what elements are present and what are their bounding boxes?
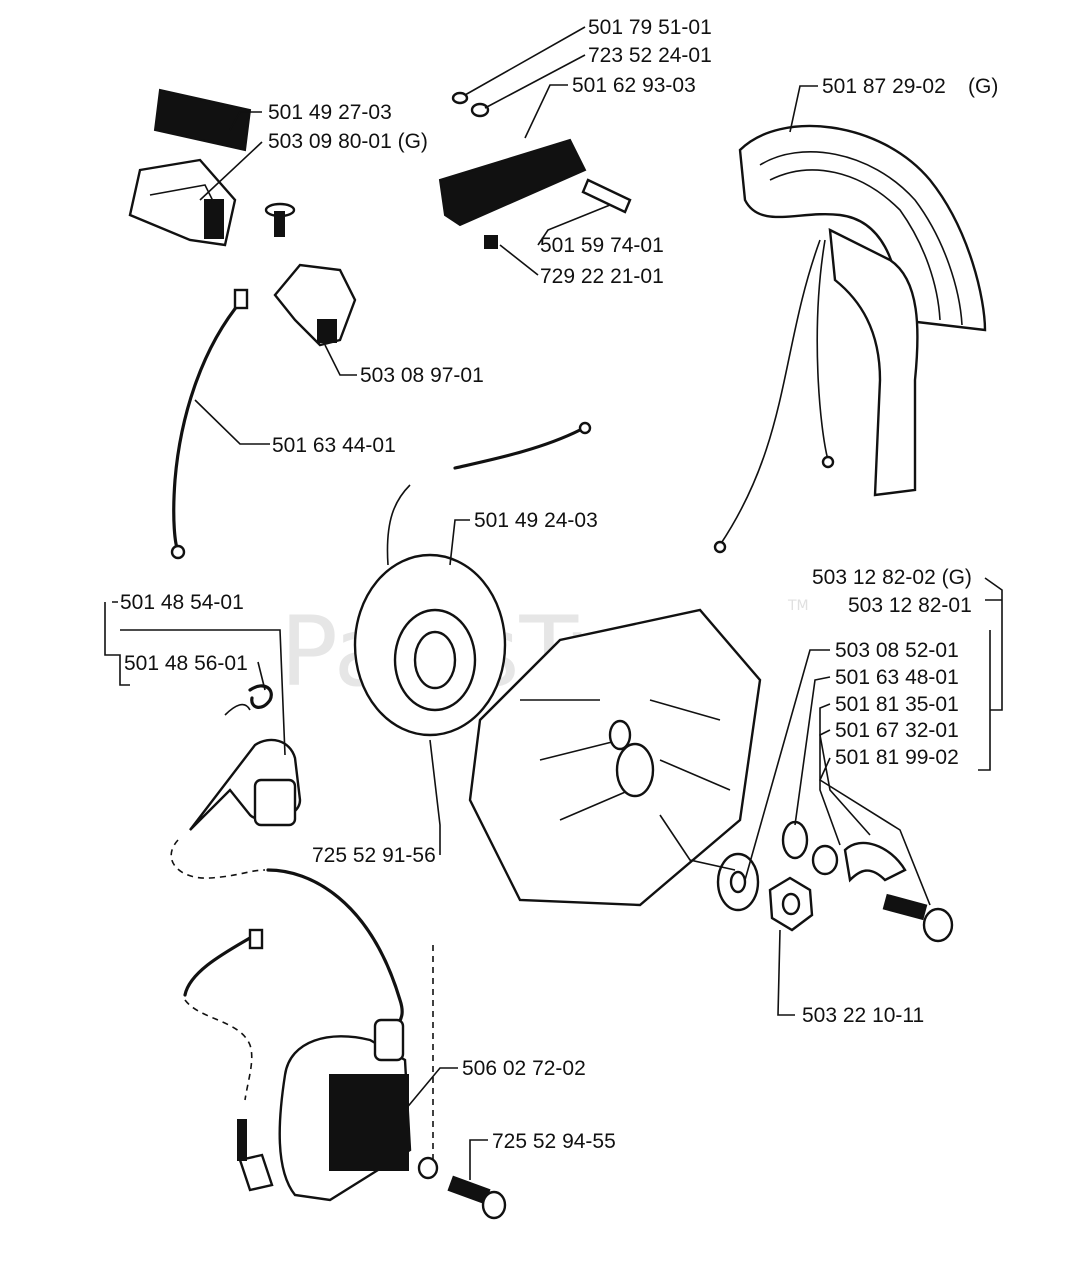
nut-part[interactable] [768,876,814,932]
leader-501634401 [194,399,270,445]
handle-part[interactable] [438,138,587,227]
label-506027202[interactable]: 506 02 72-02 [462,1057,586,1080]
leader-501485401 [120,629,286,756]
bracket-503128202 [984,577,1003,711]
leader-501673201 [819,729,871,836]
leader-725529156 [429,739,441,855]
leader-729222101 [499,244,539,276]
flywheel-ring-part[interactable] [353,484,507,737]
bracket-part[interactable] [273,263,357,347]
filter-housing-part[interactable] [128,158,237,247]
leader-503089701 [324,344,357,376]
leader-fan-shaft [659,814,736,871]
leader-501795101 [464,26,586,96]
short-wire-part[interactable] [453,428,582,470]
label-723522401[interactable]: 723 52 24-01 [588,44,712,67]
label-501673201[interactable]: 501 67 32-01 [835,719,959,742]
flywheel-fan-part[interactable] [468,608,762,907]
pin-part[interactable] [581,178,632,214]
handle-ground-wire [719,239,821,546]
label-501819902[interactable]: 501 81 99-02 [835,746,959,769]
bolt-part-coil[interactable] [417,1156,507,1220]
dashed-lead-coil [184,999,253,1101]
label-501872902-g: (G) [968,75,998,98]
label-725529455[interactable]: 725 52 94-55 [492,1130,616,1153]
leader-501813501 [819,703,841,846]
wire-terminal-right [821,455,835,469]
bracket-501485401 [104,601,130,686]
leader-501819902 [818,757,931,906]
air-filter-part[interactable] [153,88,252,152]
ignition-cable-part[interactable] [183,868,404,1027]
leader-723522401 [484,54,586,109]
leader-501492703 [229,111,262,131]
wire-terminal-lower [713,540,727,554]
leader-503098001 [199,141,263,201]
label-503089701[interactable]: 503 08 97-01 [360,364,484,387]
label-725529156[interactable]: 725 52 91-56 [312,844,436,867]
leader-503221011 [777,929,795,1016]
terminal-clip-part[interactable] [237,1119,274,1192]
leader-501634801 [794,676,831,826]
screw-part-top-mid[interactable] [484,235,498,249]
label-503085201[interactable]: 503 08 52-01 [835,639,959,662]
handle-wire [816,239,829,461]
label-501813501[interactable]: 501 81 35-01 [835,693,959,716]
pawl-part[interactable] [781,820,907,883]
leader-501872902 [789,85,818,133]
label-501634801[interactable]: 501 63 48-01 [835,666,959,689]
spring-part[interactable] [224,684,273,716]
label-503128202g[interactable]: 503 12 82-02 (G) [812,566,972,589]
label-501597401[interactable]: 501 59 74-01 [540,234,664,257]
leader-503085201 [744,649,830,881]
leader-501597401 [537,204,611,246]
spark-plug-cap-part[interactable] [189,738,302,831]
leader-506027202 [404,1067,458,1111]
label-501492403[interactable]: 501 49 24-03 [474,509,598,532]
cable-part[interactable] [170,288,249,560]
label-501629303[interactable]: 501 62 93-03 [572,74,696,97]
label-503098001[interactable]: 503 09 80-01 (G) [268,130,428,153]
label-501492703[interactable]: 501 49 27-03 [268,101,392,124]
label-501485601[interactable]: 501 48 56-01 [124,652,248,675]
ignition-coil-part[interactable] [278,1018,412,1202]
leader-501629303 [524,84,568,139]
label-503128201[interactable]: 503 12 82-01 [848,594,972,617]
short-wire-terminal [578,421,592,435]
dashed-lead-left [170,839,266,879]
bolt-part-right[interactable] [882,893,954,943]
label-501485401[interactable]: 501 48 54-01 [120,591,244,614]
label-501795101[interactable]: 501 79 51-01 [588,16,712,39]
washer-part-right[interactable] [716,852,760,912]
leader-501485601 [257,661,266,691]
label-503221011[interactable]: 503 22 10-11 [802,1004,924,1027]
washer-part-top[interactable] [451,91,490,118]
watermark-tm: TM [787,598,809,614]
leader-501492403 [449,519,470,566]
bracket-right-group [978,630,991,771]
label-501872902[interactable]: 501 87 29-02 [822,75,946,98]
label-729222101[interactable]: 729 22 21-01 [540,265,664,288]
screw-part-top-left[interactable] [264,202,296,237]
leader-725529455 [469,1139,488,1180]
handle-bar-part[interactable] [738,124,987,497]
label-501634401[interactable]: 501 63 44-01 [272,434,396,457]
